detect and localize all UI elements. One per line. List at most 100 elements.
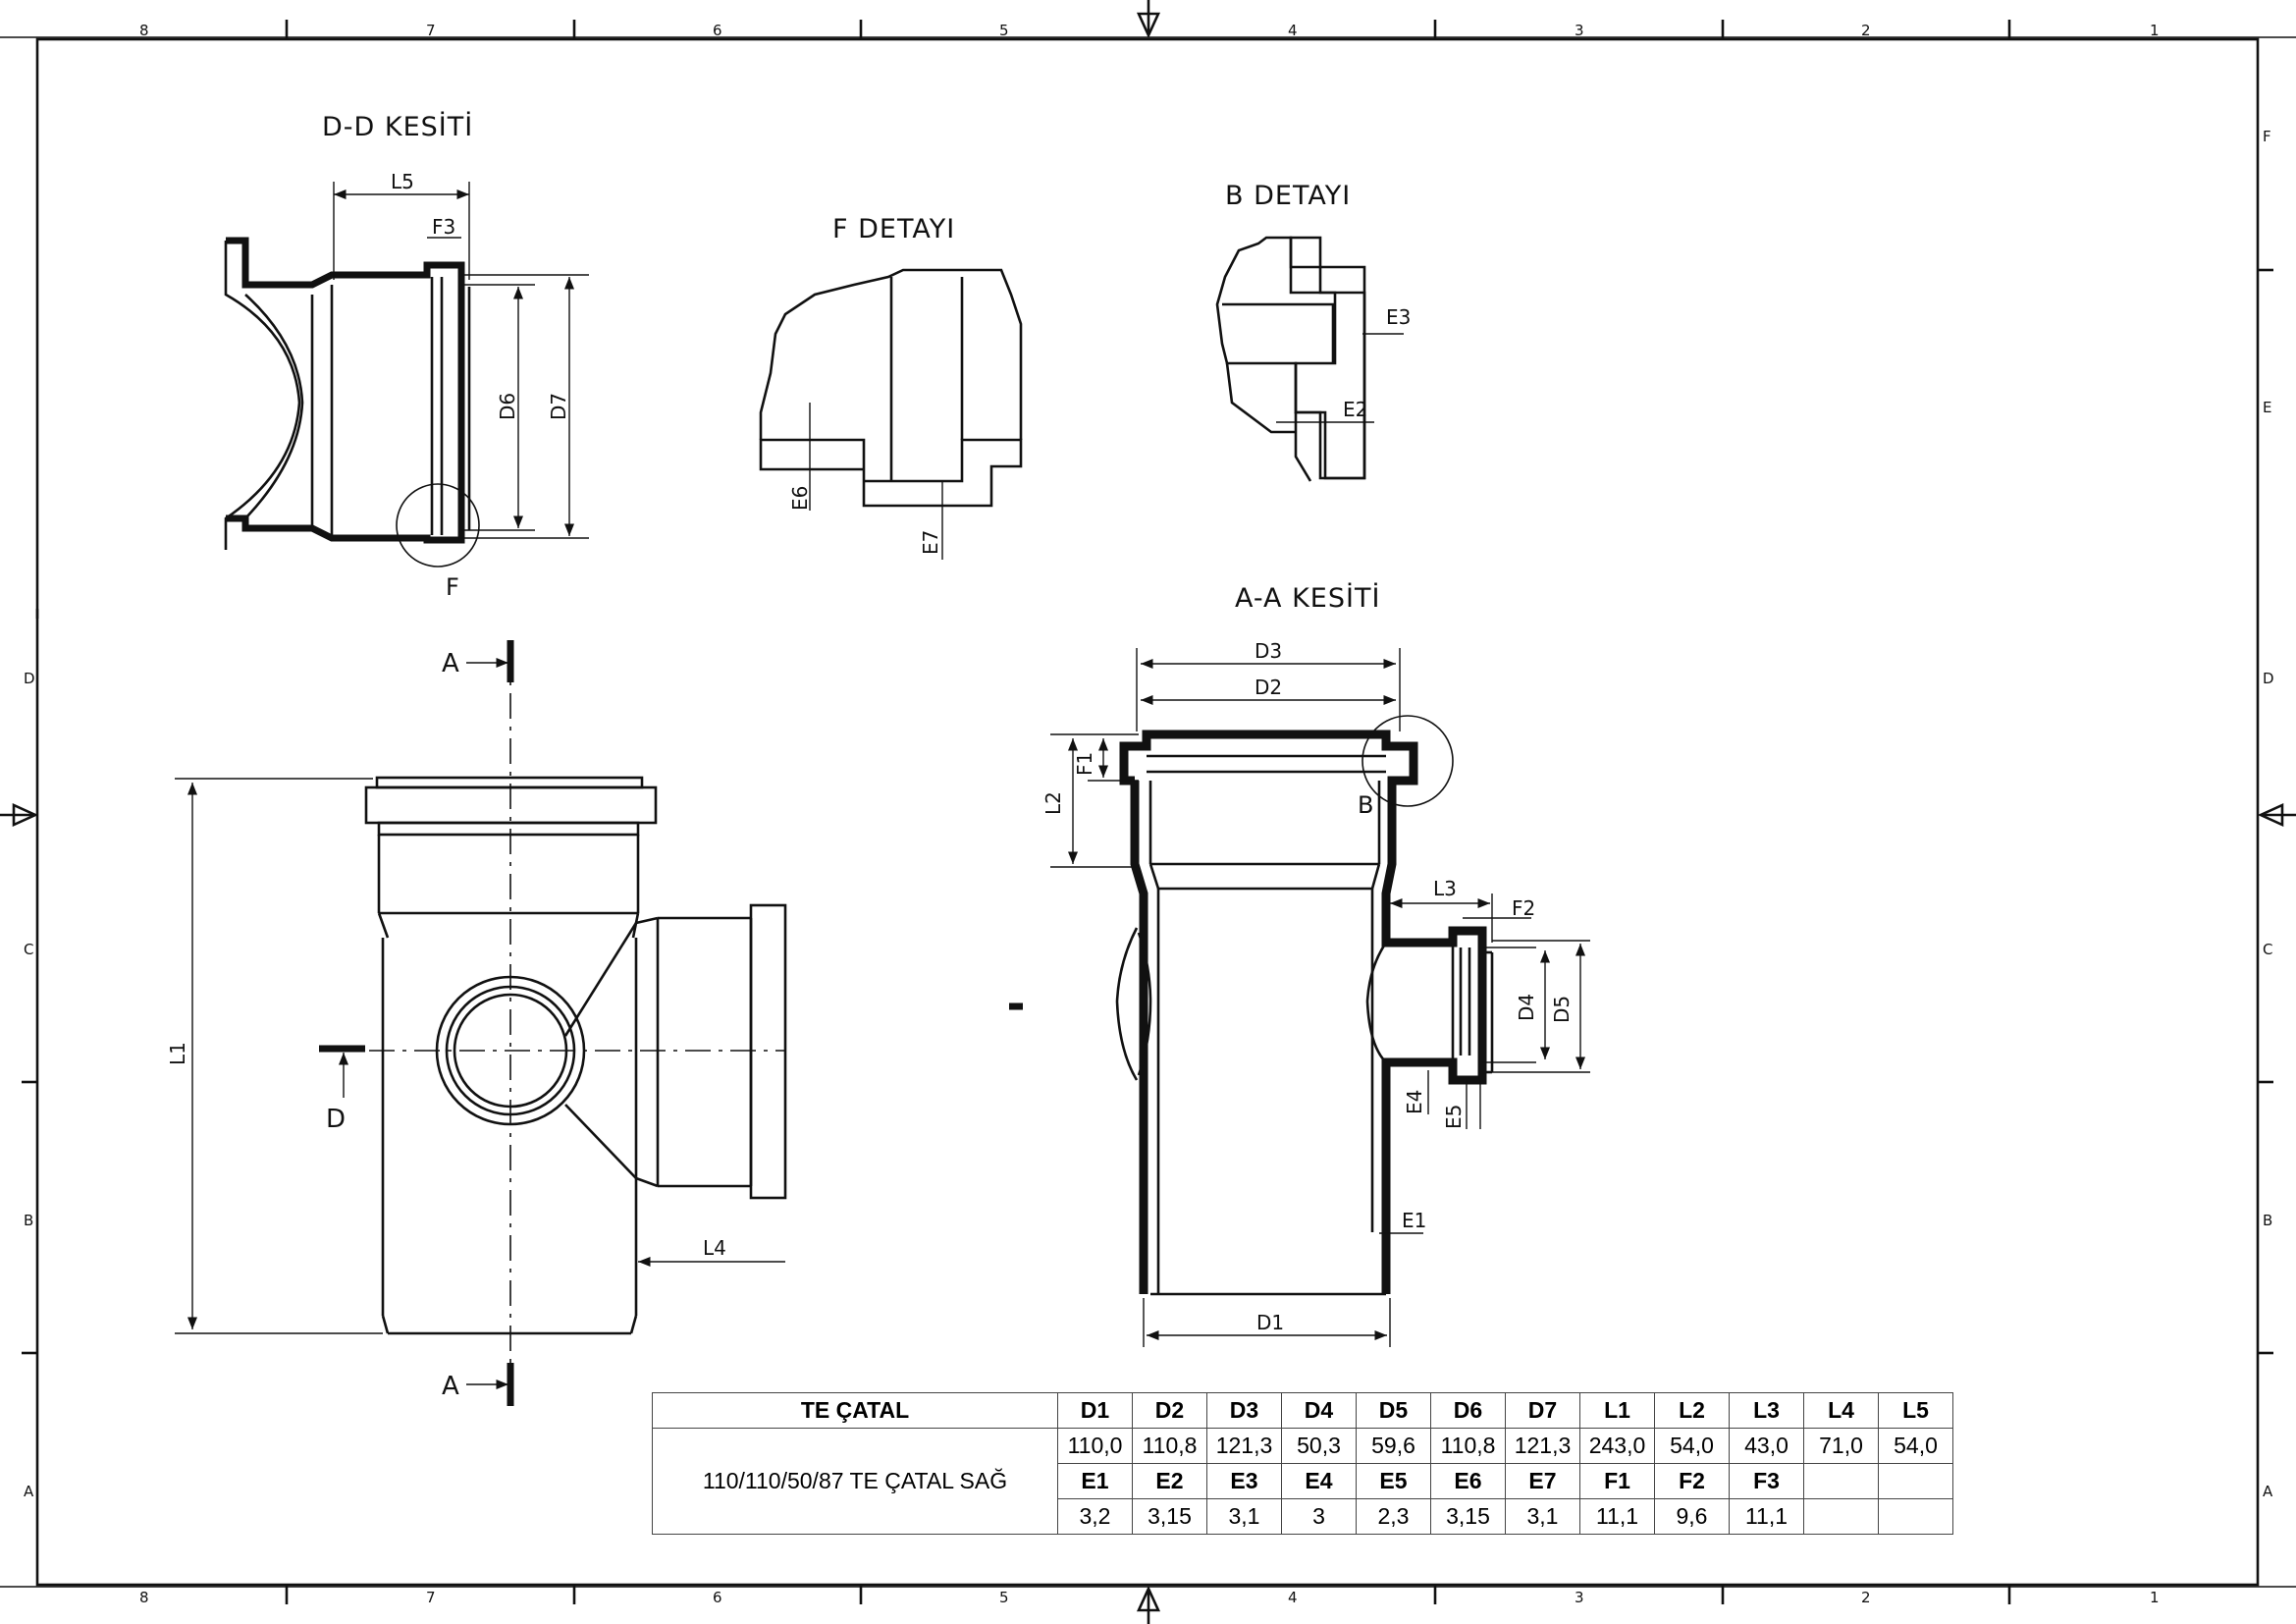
header-cell: D6 (1430, 1392, 1506, 1429)
dim-l3-label: L3 (1433, 877, 1457, 900)
section-a-bottom-label: A (442, 1372, 459, 1401)
col-label: 1 (2150, 22, 2160, 39)
header-cell: F1 (1579, 1463, 1655, 1499)
header-cell (1803, 1463, 1879, 1499)
b-detail-view: B DETAYI E3 E2 (1215, 181, 1411, 482)
row-label: E (2263, 399, 2271, 416)
header-cell: L4 (1803, 1392, 1879, 1429)
col-label: 6 (713, 22, 722, 39)
value-cell: 3,1 (1505, 1498, 1580, 1535)
aa-section-title: A-A KESİTİ (1235, 582, 1380, 614)
value-cell: 54,0 (1654, 1428, 1730, 1464)
dim-d3-label: D3 (1255, 639, 1282, 663)
header-cell: E1 (1057, 1463, 1133, 1499)
row-label: A (24, 1483, 34, 1500)
dim-e1-label: E1 (1402, 1209, 1426, 1232)
header-cell: F2 (1654, 1463, 1730, 1499)
dd-section-view: D-D KESİTİ F L5 F3 D6 D7 (224, 111, 589, 601)
dim-d7-label: D7 (547, 393, 570, 420)
col-label: 7 (426, 22, 436, 39)
dim-e6-label: E6 (788, 486, 812, 511)
col-label: 6 (713, 1589, 722, 1606)
dim-e5-label: E5 (1442, 1105, 1466, 1129)
value-cell: 2,3 (1356, 1498, 1431, 1535)
header-cell: F3 (1729, 1463, 1804, 1499)
header-cell: E4 (1281, 1463, 1357, 1499)
row-label: B (2263, 1212, 2272, 1229)
dim-f2-label: F2 (1512, 896, 1535, 920)
row-label: C (24, 941, 33, 958)
detail-f-marker: F (446, 573, 459, 601)
value-cell (1803, 1498, 1879, 1535)
header-cell: L2 (1654, 1392, 1730, 1429)
dim-l2-label: L2 (1041, 791, 1065, 815)
header-cell: D4 (1281, 1392, 1357, 1429)
dim-d1-label: D1 (1256, 1311, 1284, 1334)
value-cell: 121,3 (1505, 1428, 1580, 1464)
value-cell: 3,15 (1430, 1498, 1506, 1535)
value-cell: 110,0 (1057, 1428, 1133, 1464)
col-label: 3 (1575, 22, 1584, 39)
f-detail-title: F DETAYI (832, 214, 955, 244)
dim-e7-label: E7 (919, 530, 942, 555)
value-cell: 71,0 (1803, 1428, 1879, 1464)
value-cell: 243,0 (1579, 1428, 1655, 1464)
value-cell: 59,6 (1356, 1428, 1431, 1464)
dim-l1-label: L1 (166, 1042, 189, 1065)
row-label: C (2263, 941, 2272, 958)
value-cell: 11,1 (1579, 1498, 1655, 1535)
value-cell: 43,0 (1729, 1428, 1804, 1464)
header-cell: L3 (1729, 1392, 1804, 1429)
dd-section-title: D-D KESİTİ (322, 111, 473, 142)
header-cell: D2 (1132, 1392, 1207, 1429)
value-cell: 50,3 (1281, 1428, 1357, 1464)
header-cell: E5 (1356, 1463, 1431, 1499)
table-title: TE ÇATAL (652, 1392, 1058, 1429)
col-label: 3 (1575, 1589, 1584, 1606)
aa-section-view: A-A KESİTİ B D3 D2 (1041, 582, 1590, 1347)
header-cell: D7 (1505, 1392, 1580, 1429)
col-label: 7 (426, 1589, 436, 1606)
dim-f1-label: F1 (1073, 752, 1096, 776)
row-label: D (24, 670, 35, 687)
detail-b-marker: B (1358, 791, 1373, 819)
value-cell: 110,8 (1132, 1428, 1207, 1464)
col-label: 2 (1861, 22, 1871, 39)
dim-e3-label: E3 (1386, 305, 1411, 329)
value-cell: 54,0 (1878, 1428, 1953, 1464)
dim-d6-label: D6 (496, 393, 519, 420)
section-a-top-label: A (442, 649, 459, 678)
dim-l4-label: L4 (703, 1236, 726, 1260)
detail-b-circle (1362, 715, 1454, 807)
col-label: 2 (1861, 1589, 1871, 1606)
col-label: 8 (139, 1589, 149, 1606)
header-cell: E2 (1132, 1463, 1207, 1499)
header-cell (1878, 1463, 1953, 1499)
detail-f-circle (396, 483, 480, 568)
dim-d4-label: D4 (1515, 994, 1538, 1021)
spec-table: TE ÇATAL D1 D2 D3 D4 D5 D6 D7 L1 L2 L3 L… (652, 1392, 1953, 1535)
value-cell: 11,1 (1729, 1498, 1804, 1535)
header-cell: L1 (1579, 1392, 1655, 1429)
header-cell: D3 (1206, 1392, 1282, 1429)
dim-f3-label: F3 (432, 215, 455, 239)
value-cell: 3,15 (1132, 1498, 1207, 1535)
col-label: 8 (139, 22, 149, 39)
header-cell: D1 (1057, 1392, 1133, 1429)
col-label: 5 (999, 1589, 1009, 1606)
dim-l5-label: L5 (391, 170, 414, 193)
value-cell: 9,6 (1654, 1498, 1730, 1535)
col-label: 5 (999, 22, 1009, 39)
col-label: 4 (1288, 22, 1298, 39)
row-label: D (2263, 670, 2274, 687)
f-detail-view: F DETAYI E6 E7 (759, 214, 1023, 560)
value-cell: 110,8 (1430, 1428, 1506, 1464)
value-cell (1878, 1498, 1953, 1535)
row-label: A (2263, 1483, 2273, 1500)
value-cell: 121,3 (1206, 1428, 1282, 1464)
value-cell: 3 (1281, 1498, 1357, 1535)
section-d-label: D (326, 1105, 346, 1134)
header-cell: L5 (1878, 1392, 1953, 1429)
